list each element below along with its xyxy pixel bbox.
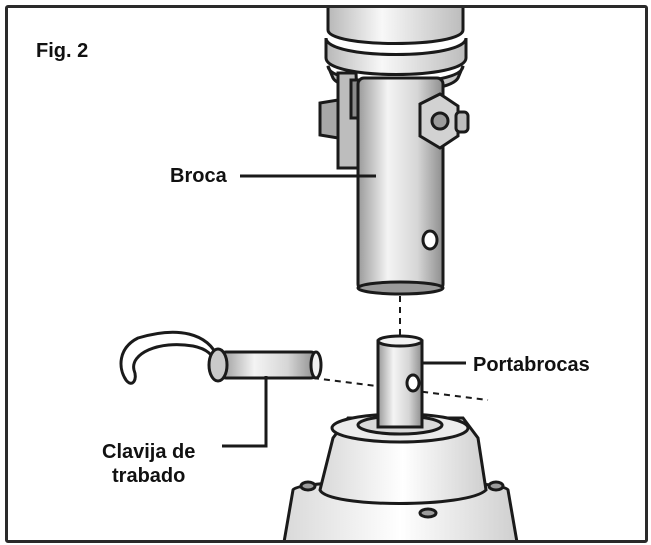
clavija-callout: Clavija de trabado	[102, 440, 195, 488]
clavija-leader	[222, 376, 268, 448]
gearbox-housing	[282, 412, 519, 540]
broca-callout: Broca	[170, 165, 227, 187]
clavija-callout-line1: Clavija de	[102, 441, 196, 463]
clavija-callout-line2: trabado	[112, 465, 186, 487]
portabrocas-callout: Portabrocas	[473, 354, 590, 376]
figure-frame: Fig. 2 Broca Portabrocas Clavija de trab…	[5, 5, 648, 543]
auger-assembly-illustration	[119, 8, 519, 540]
portabrocas-shaft	[376, 334, 424, 429]
figure-label: Fig. 2	[36, 40, 89, 62]
hex-nut	[418, 92, 470, 150]
locking-pin	[119, 330, 323, 385]
